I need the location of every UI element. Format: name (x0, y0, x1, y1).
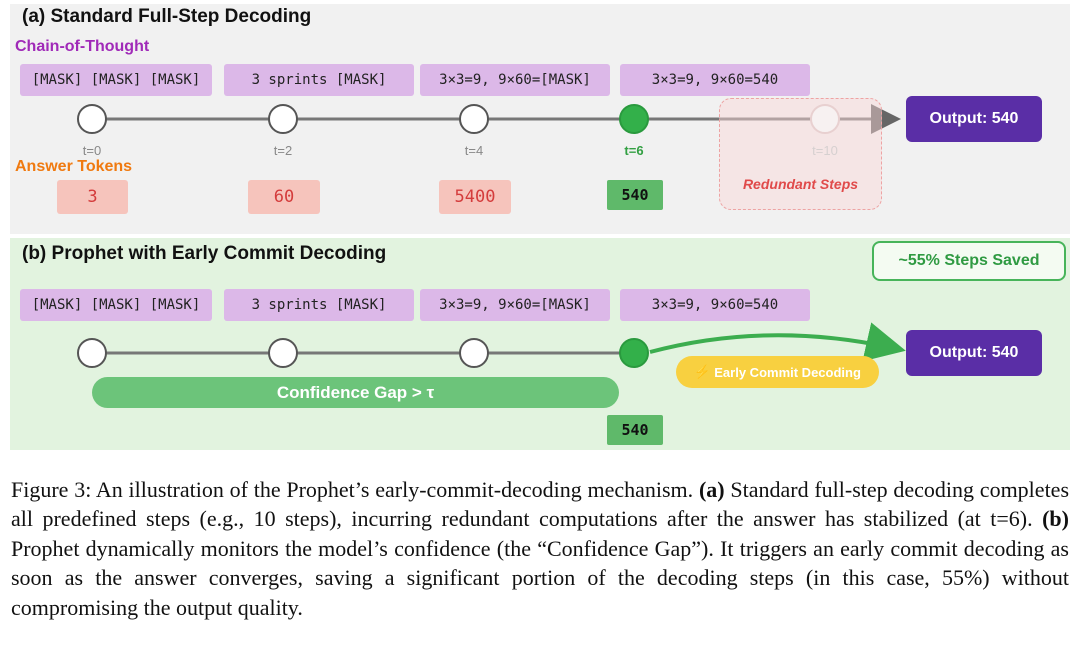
chain-of-thought-label: Chain-of-Thought (15, 38, 150, 55)
tick-label-t10: t=10 (812, 143, 838, 158)
redundant-steps-region (719, 98, 882, 210)
cot-box-b-4: 3×3=9, 9×60=540 (620, 289, 810, 321)
cot-box-a-2: 3 sprints [MASK] (224, 64, 414, 96)
tick-label-t4: t=4 (464, 143, 484, 158)
timeline-b-node-1 (77, 338, 107, 368)
caption-b-tag: (b) (1042, 506, 1069, 532)
cot-box-b-2: 3 sprints [MASK] (224, 289, 414, 321)
answer-token-3: 5400 (439, 180, 511, 214)
caption-fig-label: Figure 3: (11, 477, 92, 502)
panel-b-title: (b) Prophet with Early Commit Decoding (22, 243, 387, 264)
answer-token-final: 540 (607, 180, 663, 210)
timeline-a-node-t4 (459, 104, 489, 134)
timeline-b-node-commit (619, 338, 649, 368)
timeline-a-node-t10 (810, 104, 840, 134)
redundant-steps-label: Redundant Steps (742, 176, 859, 192)
caption-a-text: Standard full-step decoding completes al… (11, 477, 1070, 532)
tick-label-t2: t=2 (273, 143, 293, 158)
tick-label-t0: t=0 (82, 143, 102, 158)
early-commit-arrow (649, 322, 906, 362)
answer-token-2: 60 (248, 180, 320, 214)
cot-box-a-4: 3×3=9, 9×60=540 (620, 64, 810, 96)
timeline-a-node-t6 (619, 104, 649, 134)
timeline-b-node-3 (459, 338, 489, 368)
answer-tokens-label: Answer Tokens (15, 158, 133, 175)
cot-box-a-1: [MASK] [MASK] [MASK] (20, 64, 212, 96)
cot-box-b-3: 3×3=9, 9×60=[MASK] (420, 289, 610, 321)
figure-caption: Figure 3: An illustration of the Prophet… (11, 475, 1069, 622)
early-commit-label: Early Commit Decoding (714, 364, 861, 380)
output-box-b: Output: 540 (906, 330, 1042, 376)
steps-saved-badge: ~55% Steps Saved (872, 241, 1066, 281)
tick-label-t6: t=6 (624, 143, 644, 158)
timeline-connectors (92, 104, 906, 362)
panel-a-title: (a) Standard Full-Step Decoding (22, 6, 312, 27)
early-commit-badge: ⚡ Early Commit Decoding (676, 356, 879, 388)
caption-a-tag: (a) (698, 477, 725, 502)
output-box-a: Output: 540 (906, 96, 1042, 142)
answer-token-1: 3 (57, 180, 128, 214)
confidence-gap-bar: Confidence Gap > τ (92, 377, 619, 408)
answer-token-final-b: 540 (607, 415, 663, 445)
timeline-b-node-2 (268, 338, 298, 368)
caption-b-text: Prophet dynamically monitors the model’s… (11, 535, 1069, 620)
timeline-a-node-t0 (77, 104, 107, 134)
caption-intro: An illustration of the Prophet’s early-c… (95, 477, 694, 502)
timeline-a-node-t2 (268, 104, 298, 134)
cot-box-b-1: [MASK] [MASK] [MASK] (20, 289, 212, 321)
cot-box-a-3: 3×3=9, 9×60=[MASK] (420, 64, 610, 96)
lightning-icon: ⚡ (694, 364, 711, 379)
